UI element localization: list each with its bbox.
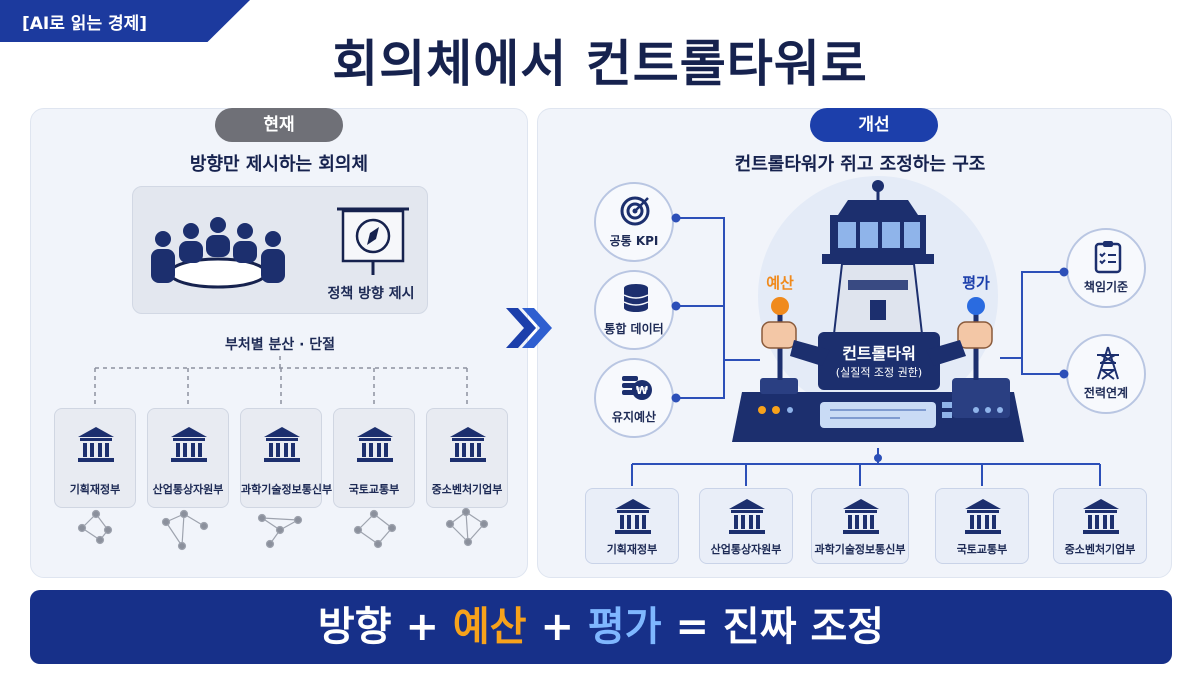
right-node-connectors [1000, 267, 1069, 379]
formula-plus-1: + [405, 604, 439, 650]
building-icon [357, 427, 393, 462]
building-icon [450, 427, 486, 462]
building-icon [1083, 499, 1119, 534]
ministry-name: 기획재정부 [606, 543, 658, 556]
meeting-box: 정책 방향 제시 [132, 186, 428, 314]
right-ministry-4: 국토교통부 [935, 488, 1029, 564]
corner-tag: [AI로 읽는 경제] [0, 0, 250, 42]
left-ministry-2: 산업통상자원부 [147, 408, 229, 508]
left-ministry-1: 기획재정부 [54, 408, 136, 508]
clipboard-icon [1094, 241, 1122, 274]
responsibility-node: 책임기준 [1066, 228, 1146, 308]
data-label: 통합 데이터 [604, 322, 664, 336]
corner-tag-text: [AI로 읽는 경제] [22, 14, 148, 34]
formula-result: 진짜 조정 [722, 604, 885, 650]
coin-icon: ₩ [622, 376, 652, 400]
network-icon [257, 513, 303, 549]
left-ministry-4: 국토교통부 [333, 408, 415, 508]
building-icon [615, 499, 651, 534]
page-title: 회의체에서 컨트롤타워로 [332, 35, 868, 93]
meeting-icon [151, 217, 285, 289]
building-icon [264, 427, 300, 462]
ministry-name: 기획재정부 [69, 483, 121, 496]
building-icon [843, 499, 879, 534]
right-ministry-3: 과학기술정보통신부 [811, 488, 909, 564]
formula-equals: = [675, 604, 709, 650]
current-subtitle: 방향만 제시하는 회의체 [189, 154, 369, 175]
right-ministry-2: 산업통상자원부 [699, 488, 793, 564]
network-icon [445, 507, 489, 547]
chevron-right-icon [506, 308, 552, 348]
right-ministry-1: 기획재정부 [585, 488, 679, 564]
formula-budget: 예산 [452, 604, 527, 650]
left-ministry-3: 과학기술정보통신부 [240, 408, 333, 508]
console-base [732, 332, 1024, 442]
split-label: 부처별 분산 · 단절 [224, 337, 336, 353]
building-icon [965, 499, 1001, 534]
ministry-name: 산업통상자원부 [710, 543, 782, 556]
power-label: 전력연계 [1083, 386, 1129, 400]
formula-evaluation: 평가 [587, 604, 662, 650]
ministry-name: 중소벤처기업부 [1064, 543, 1136, 556]
ministry-name: 과학기술정보통신부 [241, 483, 333, 496]
compass-board-icon [337, 207, 409, 275]
improved-badge: 개선 [810, 108, 938, 142]
building-icon [729, 499, 765, 534]
kpi-label: 공통 KPI [609, 234, 659, 248]
right-ministry-5: 중소벤처기업부 [1053, 488, 1147, 564]
improved-subtitle: 컨트롤타워가 쥐고 조정하는 구조 [734, 154, 986, 175]
database-icon [623, 284, 649, 312]
ministry-name: 과학기술정보통신부 [814, 543, 906, 556]
network-icon [161, 509, 209, 551]
budget-label: 유지예산 [611, 410, 657, 424]
data-node: 통합 데이터 [594, 270, 674, 350]
network-icon [77, 509, 113, 545]
kpi-node: 공통 KPI [594, 182, 674, 262]
tower-title: 컨트롤타워 [842, 344, 916, 363]
tower-subtitle: (실질적 조정 권한) [835, 366, 923, 379]
building-icon [171, 427, 207, 462]
ministry-name: 산업통상자원부 [152, 483, 224, 496]
building-icon [78, 427, 114, 462]
lever-right [926, 297, 993, 380]
meeting-label: 정책 방향 제시 [327, 286, 415, 302]
power-tower-icon [1097, 346, 1119, 380]
target-icon [620, 196, 650, 226]
current-badge: 현재 [215, 108, 343, 142]
formula-plus-2: + [540, 604, 574, 650]
lever-left-label: 예산 [766, 274, 794, 292]
ministry-name: 국토교통부 [956, 543, 1008, 556]
formula-bar: 방향 + 예산 + 평가 = 진짜 조정 [30, 590, 1172, 664]
left-ministry-5: 중소벤처기업부 [426, 408, 508, 508]
ministry-connectors [631, 448, 1101, 486]
svg-text:₩: ₩ [636, 384, 648, 397]
ministry-name: 중소벤처기업부 [431, 483, 503, 496]
ministry-name: 국토교통부 [348, 483, 400, 496]
lever-left [761, 297, 830, 380]
responsibility-label: 책임기준 [1083, 280, 1129, 294]
left-node-connectors [671, 213, 760, 403]
power-node: 전력연계 [1066, 334, 1146, 414]
lever-right-label: 평가 [962, 274, 990, 292]
network-icon [353, 509, 397, 549]
tower-icon [822, 180, 934, 335]
formula-direction: 방향 [317, 604, 392, 650]
